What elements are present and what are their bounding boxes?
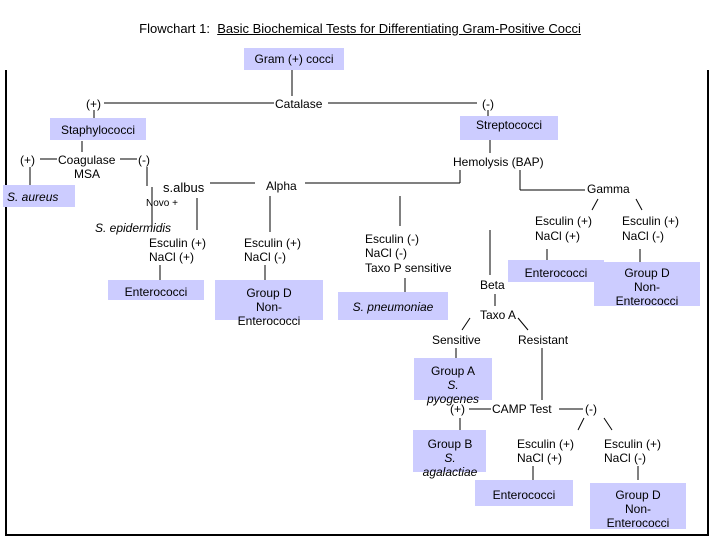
coagulase-neg-label: (-) [138,153,150,167]
staphylococci-label: Staphylococci [60,123,136,137]
nacl-7-label: NaCl (-) [604,451,646,465]
group-d-3-line-1: Group D [615,488,661,502]
nacl-3-label: NaCl (-) [365,246,407,260]
enterococci-2-box [508,260,604,282]
group-b-line-3: agalactiae [422,465,478,479]
streptococci-label: Streptococci [475,118,543,132]
camp-neg-label: (-) [585,402,597,416]
enterococci-1-label: Enterococci [124,285,188,299]
nacl-5-label: NaCl (-) [622,229,664,243]
esculin-4-label: Esculin (+) [535,214,593,228]
group-a-box [414,358,492,400]
line-taxoa-sens [461,317,471,331]
group-d-3-box [590,483,686,529]
group-a-line-1: Group A [430,364,476,378]
hemolysis-label: Hemolysis (BAP) [453,155,544,169]
group-a-line-3: pyogenes [426,392,480,406]
line-taxoa-res [517,317,529,331]
camp-test-label: CAMP Test [492,402,552,416]
line-gamma-right [635,198,643,211]
enterococci-3-box [475,480,573,506]
s-pneumoniae-box [338,292,448,320]
staphylococci-box [50,118,146,140]
enterococci-1-box [108,280,204,300]
gamma-label: Gamma [587,182,630,196]
nacl-6-label: NaCl (+) [517,451,563,465]
esculin-7-label: Esculin (+) [604,437,662,451]
group-d-1-box [215,280,323,320]
camp-pos-label: (+) [450,402,465,416]
enterococci-2-label: Enterococci [524,266,588,280]
group-b-line-2: S. [444,451,456,465]
nacl-1-label: NaCl (+) [149,250,195,264]
streptococci-box [460,116,558,140]
gram-positive-box [244,48,344,70]
group-d-1-line-2: Non- [255,300,282,314]
coagulase-label: Coagulase [58,153,116,167]
enterococci-3-label: Enterococci [492,488,556,502]
line-campneg-esc6 [577,417,585,431]
s-albus-label: s.albus [163,180,205,195]
esculin-1-label: Esculin (+) [149,236,207,250]
esculin-3-label: Esculin (-) [365,232,420,246]
sensitive-label: Sensitive [432,333,481,347]
group-d-2-line-1: Group D [624,266,670,280]
catalase-label: Catalase [275,97,323,111]
taxo-a-label: Taxo A [480,308,517,322]
group-d-1-line-1: Group D [246,286,292,300]
catalase-pos-label: (+) [86,97,101,111]
msa-label: MSA [74,167,101,181]
taxo-p-label: Taxo P sensitive [365,261,452,275]
alpha-label: Alpha [266,179,297,193]
s-aureus-box [3,185,75,207]
esculin-6-label: Esculin (+) [517,437,575,451]
line-gamma-left [591,198,599,211]
s-epidermidis-label: S. epidermidis [95,221,172,235]
page-title: Flowchart 1: Basic Biochemical Tests for… [0,21,720,36]
title-prefix: Flowchart 1: [139,21,210,36]
coagulase-pos-label: (+) [20,153,35,167]
group-d-2-line-3: Enterococci [615,294,679,308]
group-a-line-2: S. [447,378,459,392]
gram-positive-label: Gram (+) cocci [254,52,334,66]
beta-label: Beta [480,278,505,292]
nacl-2-label: NaCl (-) [244,250,286,264]
group-d-2-line-2: Non- [633,280,660,294]
resistant-label: Resistant [518,333,569,347]
group-d-3-line-3: Enterococci [606,516,670,530]
nacl-4-label: NaCl (+) [535,229,581,243]
title-text: Basic Biochemical Tests for Differentiat… [217,21,581,36]
esculin-2-label: Esculin (+) [244,236,302,250]
group-b-line-1: Group B [427,437,473,451]
diagram-frame [5,70,709,536]
catalase-neg-label: (-) [482,97,494,111]
novo-label: Novo + [146,198,178,209]
group-d-2-box [594,262,700,306]
s-pneumoniae-label: S. pneumoniae [352,300,434,314]
group-d-3-line-2: Non- [624,502,651,516]
group-b-box [413,430,486,472]
group-d-1-line-3: Enterococci [237,314,301,328]
esculin-5-label: Esculin (+) [622,214,680,228]
line-campneg-esc7 [603,417,613,431]
s-aureus-label: S. aureus [7,190,59,204]
